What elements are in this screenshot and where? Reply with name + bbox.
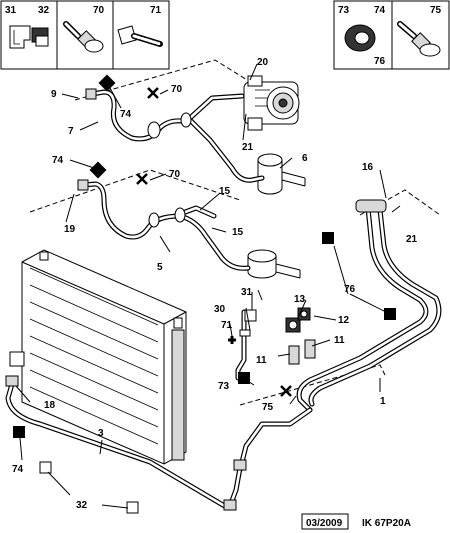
legend-ref-73: 73 — [338, 5, 350, 16]
valve-12 — [297, 307, 316, 359]
leader-lines — [15, 63, 401, 509]
marker-31-hollow-icon — [244, 309, 257, 322]
callout-9: 9 — [51, 89, 57, 100]
frame-upper — [74, 59, 261, 101]
cross-70-icon — [136, 173, 148, 185]
dehydrator-6 — [257, 153, 306, 195]
callout-21b: 21 — [406, 234, 418, 245]
markers — [13, 74, 396, 514]
callout-labels: 9 74 70 20 21 7 6 74 70 19 15 15 16 21 5… — [12, 57, 418, 511]
callout-30: 30 — [214, 304, 226, 315]
condenser — [9, 249, 187, 465]
callout-7: 7 — [68, 126, 74, 137]
screw-70-icon — [63, 21, 104, 53]
callout-76: 76 — [344, 284, 356, 295]
marker-74-filled-icon — [13, 426, 25, 438]
legend-ref-75: 75 — [430, 5, 442, 16]
marker-76-filled-icon — [384, 308, 396, 320]
callout-21: 21 — [242, 142, 254, 153]
clip-31-icon — [9, 25, 31, 49]
callout-12: 12 — [338, 315, 350, 326]
bolt-71-icon — [117, 25, 163, 47]
callout-13: 13 — [294, 294, 306, 305]
callout-11b: 11 — [334, 335, 345, 346]
callout-16: 16 — [362, 162, 374, 173]
pipe-3 — [5, 375, 247, 511]
pipe-7 — [85, 88, 265, 183]
callout-18: 18 — [44, 400, 56, 411]
legend-ref-76: 76 — [374, 56, 386, 67]
legend-box-31-32: 31 32 — [0, 0, 58, 70]
seal-ring-icon — [344, 24, 376, 52]
legend-box-71: 71 — [112, 0, 170, 70]
callout-11: 11 — [256, 355, 267, 366]
callout-75: 75 — [262, 402, 274, 413]
callout-70: 70 — [171, 84, 183, 95]
callout-74b: 74 — [52, 155, 64, 166]
legend-ref-74: 74 — [374, 5, 386, 16]
legend-box-73-74-76: 73 74 76 — [333, 0, 393, 70]
screw-75-icon — [397, 21, 441, 57]
frame-middle — [29, 169, 241, 213]
callout-3: 3 — [98, 428, 104, 439]
marker-32-hollow-icon — [126, 501, 139, 514]
legend-ref-32: 32 — [38, 5, 50, 16]
callout-74: 74 — [120, 109, 132, 120]
marker-74-filled-icon — [98, 74, 116, 92]
pipe-5 — [77, 179, 251, 271]
compressor — [243, 75, 300, 131]
cross-70-icon — [147, 87, 159, 99]
legend-ref-71: 71 — [150, 5, 162, 16]
callout-20: 20 — [257, 57, 269, 68]
footer-date: 03/2009 — [306, 518, 343, 529]
callout-1: 1 — [380, 396, 386, 407]
callout-74c: 74 — [12, 464, 24, 475]
plus-71-icon — [228, 336, 236, 344]
callout-73: 73 — [218, 381, 230, 392]
callout-5: 5 — [157, 262, 163, 273]
marker-32-hollow-icon — [39, 461, 52, 474]
footer: 03/2009 IK 67P20A — [301, 513, 411, 530]
pipe-1 — [237, 199, 442, 473]
marker-73-filled-icon — [238, 372, 250, 384]
legend-ref-70: 70 — [93, 5, 105, 16]
callout-70b: 70 — [169, 169, 181, 180]
callout-32: 32 — [76, 500, 88, 511]
callout-6: 6 — [302, 153, 308, 164]
callout-15b: 15 — [232, 227, 244, 238]
footer-code: IK 67P20A — [362, 518, 411, 529]
valve-13 — [285, 317, 301, 365]
cross-75-icon — [280, 385, 292, 397]
callout-31: 31 — [241, 287, 253, 298]
marker-74-filled-icon — [89, 161, 107, 179]
legend-box-70: 70 — [56, 0, 114, 70]
legend-ref-31: 31 — [5, 5, 17, 16]
legend-box-75: 75 — [391, 0, 450, 70]
dehydrator-5 — [247, 249, 301, 279]
callout-19: 19 — [64, 224, 76, 235]
callout-15: 15 — [219, 186, 231, 197]
marker-76-filled-icon — [322, 232, 334, 244]
grommet-32-icon — [31, 27, 49, 47]
callout-71: 71 — [221, 320, 233, 331]
